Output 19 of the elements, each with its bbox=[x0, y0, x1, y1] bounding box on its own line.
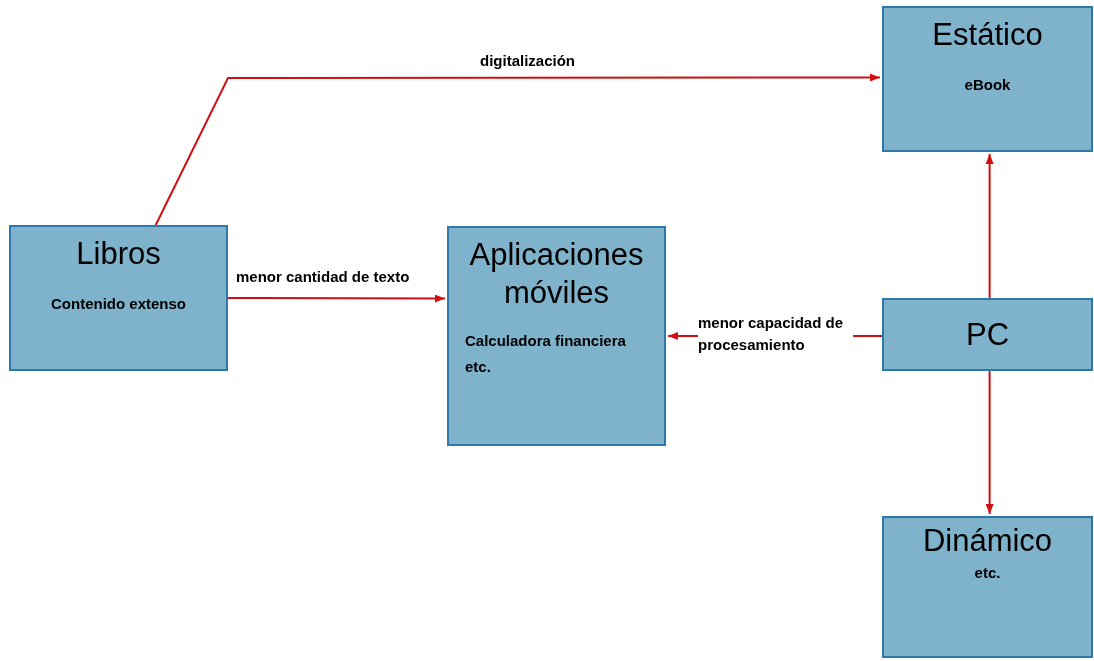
box-text: Contenido extenso bbox=[51, 294, 186, 314]
box-title: Aplicaciones móviles bbox=[468, 236, 645, 312]
process-box bbox=[447, 226, 666, 446]
box-title: Libros bbox=[76, 235, 161, 273]
arrow bbox=[985, 153, 994, 299]
process-box bbox=[9, 225, 228, 371]
process-box bbox=[882, 516, 1093, 658]
process-box bbox=[882, 6, 1093, 152]
box-title: Dinámico bbox=[922, 522, 1053, 560]
box-text: etc. bbox=[974, 563, 1001, 583]
box-text: etc. bbox=[465, 357, 492, 377]
box-title: Estático bbox=[932, 16, 1043, 54]
box-title: PC bbox=[965, 315, 1010, 354]
box-text: eBook bbox=[964, 75, 1011, 95]
box-text: Calculadora financiera bbox=[465, 331, 626, 351]
process-box bbox=[882, 298, 1093, 371]
arrow bbox=[227, 294, 446, 303]
arrow bbox=[154, 73, 881, 226]
arrow bbox=[985, 370, 994, 515]
